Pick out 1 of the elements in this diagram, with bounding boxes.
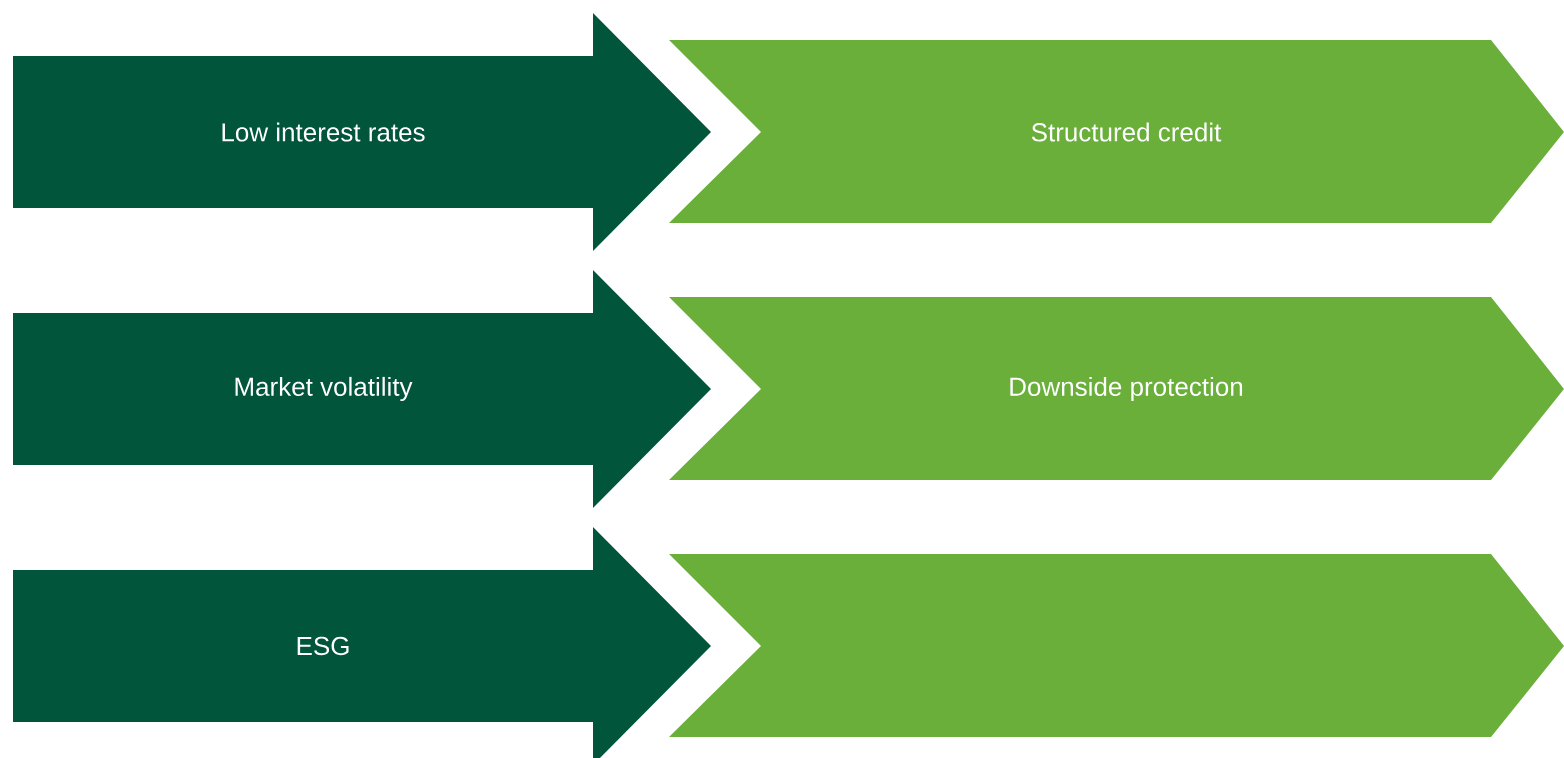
chevron-shape — [669, 554, 1564, 737]
